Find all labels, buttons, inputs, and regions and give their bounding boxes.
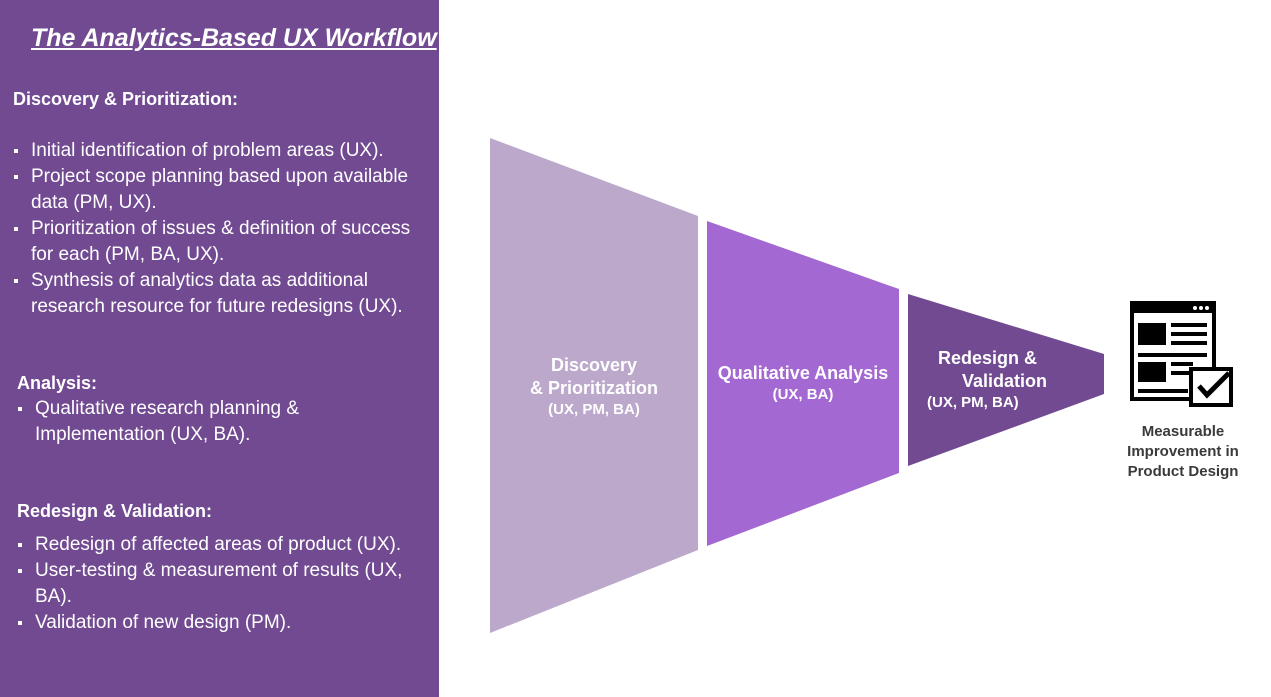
stage-title: Qualitative Analysis (717, 363, 889, 383)
section-heading-redesign: Redesign & Validation: (17, 501, 213, 521)
page-title: The Analytics-Based UX Workflow (31, 24, 437, 52)
funnel-stage-analysis (707, 221, 899, 546)
stage-label-redesign: Redesign & Validation (UX, PM, BA) (920, 347, 1055, 413)
funnel-stage-discovery (490, 138, 698, 633)
outcome-label: Measurable Improvement in Product Design (1113, 422, 1253, 482)
stage-roles: (UX, PM, BA) (548, 401, 640, 418)
stage-title: & Prioritization (529, 378, 658, 398)
funnel-stage-redesign (908, 294, 1104, 466)
stage-roles: (UX, BA) (772, 386, 834, 403)
stage-roles: (UX, PM, BA) (927, 394, 1019, 411)
list-item: Initial identification of problem areas … (13, 138, 428, 164)
list-item: Validation of new design (PM). (17, 610, 429, 636)
sidebar-panel: The Analytics-Based UX Workflow Discover… (0, 0, 439, 697)
section-heading-analysis: Analysis: (17, 373, 98, 393)
list-item: Redesign of affected areas of product (U… (17, 532, 429, 558)
outcome-line: Improvement in (1127, 443, 1239, 460)
outcome-line: Product Design (1127, 463, 1239, 480)
analysis-list: Qualitative research planning & Implemen… (17, 396, 317, 448)
discovery-list: Initial identification of problem areas … (13, 138, 428, 320)
stage-title: Redesign & (938, 348, 1038, 368)
stage-label-analysis: Qualitative Analysis (UX, BA) (707, 362, 899, 405)
document-check-icon (1130, 301, 1233, 407)
list-item: Prioritization of issues & definition of… (13, 216, 428, 268)
stage-title: Validation (962, 371, 1048, 391)
list-item: User-testing & measurement of results (U… (17, 558, 429, 610)
section-heading-discovery: Discovery & Prioritization: (13, 89, 239, 109)
list-item: Project scope planning based upon availa… (13, 164, 428, 216)
list-item: Synthesis of analytics data as additiona… (13, 268, 428, 320)
stage-title: Discovery (550, 355, 638, 375)
list-item: Qualitative research planning & Implemen… (17, 396, 317, 448)
stage-label-discovery: Discovery & Prioritization (UX, PM, BA) (520, 354, 668, 420)
outcome-line: Measurable (1141, 423, 1225, 440)
redesign-list: Redesign of affected areas of product (U… (17, 532, 429, 636)
